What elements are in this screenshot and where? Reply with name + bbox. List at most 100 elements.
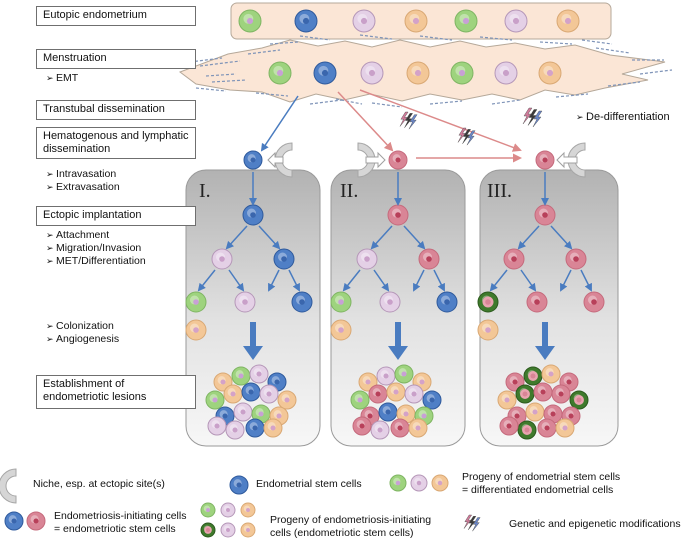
legend-line: Progeny of endometrial stem cells <box>462 471 621 483</box>
niche-arrow <box>365 151 386 169</box>
bullet-item: Migration/Invasion <box>46 242 146 255</box>
legend-initiating-cell <box>4 511 24 531</box>
fragment-dash <box>205 73 237 77</box>
bullet-item: Extravasation <box>46 181 120 194</box>
bullets-hematogenous: Intravasation Extravasation <box>46 168 120 194</box>
niche-icon <box>567 142 586 178</box>
arrow-to-panel-1 <box>260 95 299 152</box>
legend-initiating-progeny-cell <box>200 522 216 538</box>
panel-1-stem-cell <box>242 204 264 226</box>
stage-label: Transtubal dissemination <box>43 103 165 115</box>
panel-1-stem-cell <box>243 150 263 170</box>
panel-2-big-arrow <box>388 322 408 360</box>
legend-initiating-cell <box>26 511 46 531</box>
panel-1-lesion-cell <box>233 402 253 422</box>
legend-line: Progeny of endometriosis-initiating <box>270 514 432 526</box>
panel-2-lesion-cell <box>408 418 428 438</box>
legend-initiating-text: Endometriosis-initiating cells = endomet… <box>54 510 186 536</box>
panel-1-lesion-cell <box>231 366 251 386</box>
stage-hematogenous-lymphatic: Hematogenous and lymphatic dissemination <box>36 127 196 159</box>
legend-progeny-cell <box>389 474 407 492</box>
fragment-dash <box>581 39 613 45</box>
panel-3-progeny-cell <box>477 319 499 341</box>
panel-1-lesion-cell <box>241 382 261 402</box>
panel-1-lesion-cell <box>223 384 243 404</box>
panel-3-progeny-cell <box>583 291 605 313</box>
legend-line: = differentiated endometrial cells <box>462 484 614 496</box>
panel-2-progeny-cell <box>436 291 458 313</box>
panel-1-lesion-cell <box>205 390 225 410</box>
fragment-dash <box>539 41 573 45</box>
bullets-menstruation: EMT <box>46 72 78 85</box>
menstrual-cell <box>406 61 430 85</box>
panel-3-lesion-cell <box>543 404 563 424</box>
panel-1-arrow <box>268 269 280 292</box>
panel-1-arrow <box>288 269 300 292</box>
panel-3-arrow <box>580 269 592 292</box>
panel-2-progeny-cell <box>379 291 401 313</box>
fragment-dash <box>211 79 247 83</box>
stage-label: Hematogenous and lymphatic dissemination <box>43 130 189 155</box>
panel-1-lesion-cell <box>207 416 227 436</box>
legend-progeny-cell <box>431 474 449 492</box>
bullets-colonization: Colonization Angiogenesis <box>46 320 119 346</box>
panel-2-lesion-cell <box>378 402 398 422</box>
bullets-implantation: Attachment Migration/Invasion MET/Differ… <box>46 229 146 268</box>
stage-menstruation: Menstruation <box>36 49 196 69</box>
panel-3-lesion-cell <box>569 390 589 410</box>
legend-line: = endometriotic stem cells <box>54 523 176 535</box>
legend-line: Endometriosis-initiating cells <box>54 510 187 522</box>
stage-label: Establishment of endometriotic lesions <box>43 378 147 403</box>
legend-lightning-icon <box>463 514 481 532</box>
panel-3-lesion-cell <box>533 382 553 402</box>
panel-1-mid-cell <box>273 248 295 270</box>
legend-initiating-progeny-text: Progeny of endometriosis-initiating cell… <box>270 514 431 540</box>
legend-stem-cell <box>229 475 249 495</box>
panel-1-arrow <box>258 225 281 250</box>
panel-2-lesion-cell <box>368 384 388 404</box>
stage-establishment: Establishment of endometriotic lesions <box>36 375 196 409</box>
panel-1-lesion-cell <box>259 384 279 404</box>
panel-3-lesion-cell <box>523 366 543 386</box>
panel-1-progeny-cell <box>234 291 256 313</box>
cells-layer <box>4 9 605 538</box>
panel-3-lesion-cell <box>551 384 571 404</box>
stage-label: Menstruation <box>43 52 107 64</box>
panel-2-lesion-cell <box>390 418 410 438</box>
panel-1-lesion-cell <box>225 420 245 440</box>
niche-icon <box>274 142 293 178</box>
stage-label: Ectopic implantation <box>43 209 142 221</box>
panel-3-progeny-cell <box>526 291 548 313</box>
panel-3-lesion-cell <box>555 418 575 438</box>
legend-niche-text: Niche, esp. at ectopic site(s) <box>33 478 165 490</box>
menstrual-fragments <box>189 34 673 108</box>
fragment-dash <box>595 47 631 54</box>
legend-initiating-progeny-cell <box>240 522 256 538</box>
bullet-item: MET/Differentiation <box>46 255 146 268</box>
panel-1-mid-cell <box>211 248 233 270</box>
panel-2-lesion-cell <box>352 416 372 436</box>
fragment-dash <box>195 87 227 92</box>
panel-3-lesion-cell <box>517 420 537 440</box>
eutopic-cell <box>238 9 262 33</box>
bullet-item: Attachment <box>46 229 146 242</box>
panel-2-lesion-cell <box>376 366 396 386</box>
panel-1-numeral: I. <box>199 180 211 202</box>
menstrual-cell <box>313 61 337 85</box>
menstrual-cell <box>538 61 562 85</box>
fragment-dash <box>607 81 641 87</box>
legend-modifications-text: Genetic and epigenetic modifications <box>509 518 681 530</box>
eutopic-cell <box>556 9 580 33</box>
fragment-dash <box>199 60 241 67</box>
legend-initiating-progeny-cell <box>220 502 236 518</box>
arrows-layer <box>197 89 592 360</box>
bullet-item: Colonization <box>46 320 119 333</box>
niche-icon <box>357 142 376 178</box>
stage-transtubal-dissemination: Transtubal dissemination <box>36 100 196 120</box>
eutopic-cell <box>454 9 478 33</box>
legend-line: cells (endometriotic stem cells) <box>270 527 414 539</box>
arrow-to-panel-2 <box>337 91 394 152</box>
panel-2-stem-cell <box>387 204 409 226</box>
fragment-dash <box>335 98 363 105</box>
